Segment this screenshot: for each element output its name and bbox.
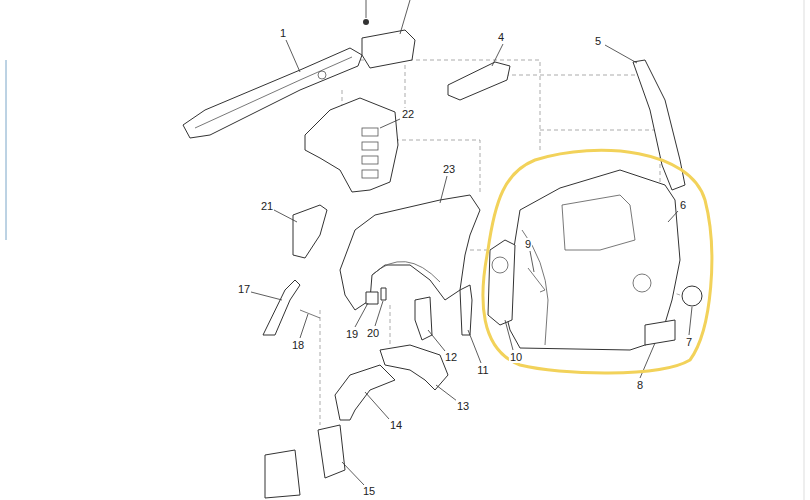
part-detail <box>522 230 548 345</box>
part-detail <box>362 170 378 178</box>
bracket <box>318 425 345 478</box>
leader-line <box>436 385 457 401</box>
frame-edge <box>6 60 7 240</box>
fastener <box>366 292 378 304</box>
wheelhouse-inner <box>340 195 480 310</box>
leader-line <box>689 307 692 335</box>
fastener <box>363 19 369 25</box>
callout-number: 22 <box>401 108 415 120</box>
assembly-line <box>405 65 406 110</box>
bracket <box>362 30 415 68</box>
leader-line <box>440 176 447 203</box>
callout-number: 23 <box>442 163 456 175</box>
window-opening <box>562 195 635 250</box>
wheelhouse-liner <box>335 365 395 420</box>
panel <box>488 240 515 325</box>
part-detail <box>318 71 326 79</box>
leader-line <box>355 303 368 327</box>
assembly-line <box>320 310 321 425</box>
callout-number: 12 <box>444 351 458 363</box>
part-detail <box>362 142 378 150</box>
parts <box>183 0 702 498</box>
callout-number: 10 <box>509 351 523 363</box>
leader-line <box>400 0 410 34</box>
pillar <box>633 60 685 190</box>
strip <box>528 268 545 292</box>
callout-number: 7 <box>685 336 693 348</box>
bracket <box>263 280 300 335</box>
callout-number: 19 <box>345 328 359 340</box>
wheelhouse-liner <box>380 345 448 390</box>
callout-number: 5 <box>594 35 602 47</box>
leader-line <box>668 211 678 222</box>
part-detail <box>362 156 378 164</box>
callout-number: 6 <box>679 199 687 211</box>
callout-number: 9 <box>524 238 532 250</box>
brace <box>415 297 432 340</box>
callout-number: 14 <box>389 419 403 431</box>
leader-line <box>530 251 534 272</box>
part-detail <box>362 128 378 136</box>
highlight-outline <box>483 150 712 373</box>
leader-line <box>428 330 445 351</box>
callout-number: 8 <box>636 379 644 391</box>
callout-number: 20 <box>366 327 380 339</box>
frame-edge <box>804 0 805 500</box>
brace <box>460 285 472 335</box>
leader-line <box>300 314 308 338</box>
fastener <box>381 288 386 300</box>
callout-number: 21 <box>260 200 274 212</box>
leader-line <box>365 392 389 419</box>
callout-number: 1 <box>279 27 287 39</box>
fuel-door <box>682 286 702 306</box>
quarter-outer-panel <box>505 170 680 350</box>
part-detail <box>372 262 440 282</box>
rail-extension <box>448 62 510 100</box>
leader-line <box>505 320 513 350</box>
leader-line <box>375 301 383 326</box>
assembly-line <box>390 305 391 345</box>
callout-number: 11 <box>476 364 489 376</box>
leader-line <box>380 119 400 128</box>
bracket <box>265 450 300 498</box>
inner-panel <box>305 98 398 192</box>
fuel-door-opening <box>633 274 651 292</box>
leader-line <box>492 44 503 66</box>
plate <box>645 320 675 345</box>
part-detail <box>492 257 508 273</box>
leader-line <box>366 0 367 18</box>
leader-line <box>274 210 297 222</box>
leader-line <box>605 45 637 63</box>
leader-line <box>286 40 300 72</box>
callout-number: 17 <box>237 283 251 295</box>
callout-number: 15 <box>362 485 376 497</box>
bracket <box>293 205 327 258</box>
clip <box>300 310 320 318</box>
assembly-line <box>395 140 480 195</box>
callout-number: 18 <box>291 339 305 351</box>
leader-line <box>251 292 282 300</box>
leader-line <box>342 462 364 485</box>
callout-number: 13 <box>456 400 470 412</box>
leader-line <box>468 330 481 363</box>
assembly-line <box>505 75 640 76</box>
callout-number: 4 <box>497 31 505 43</box>
leader-lines <box>251 40 692 485</box>
